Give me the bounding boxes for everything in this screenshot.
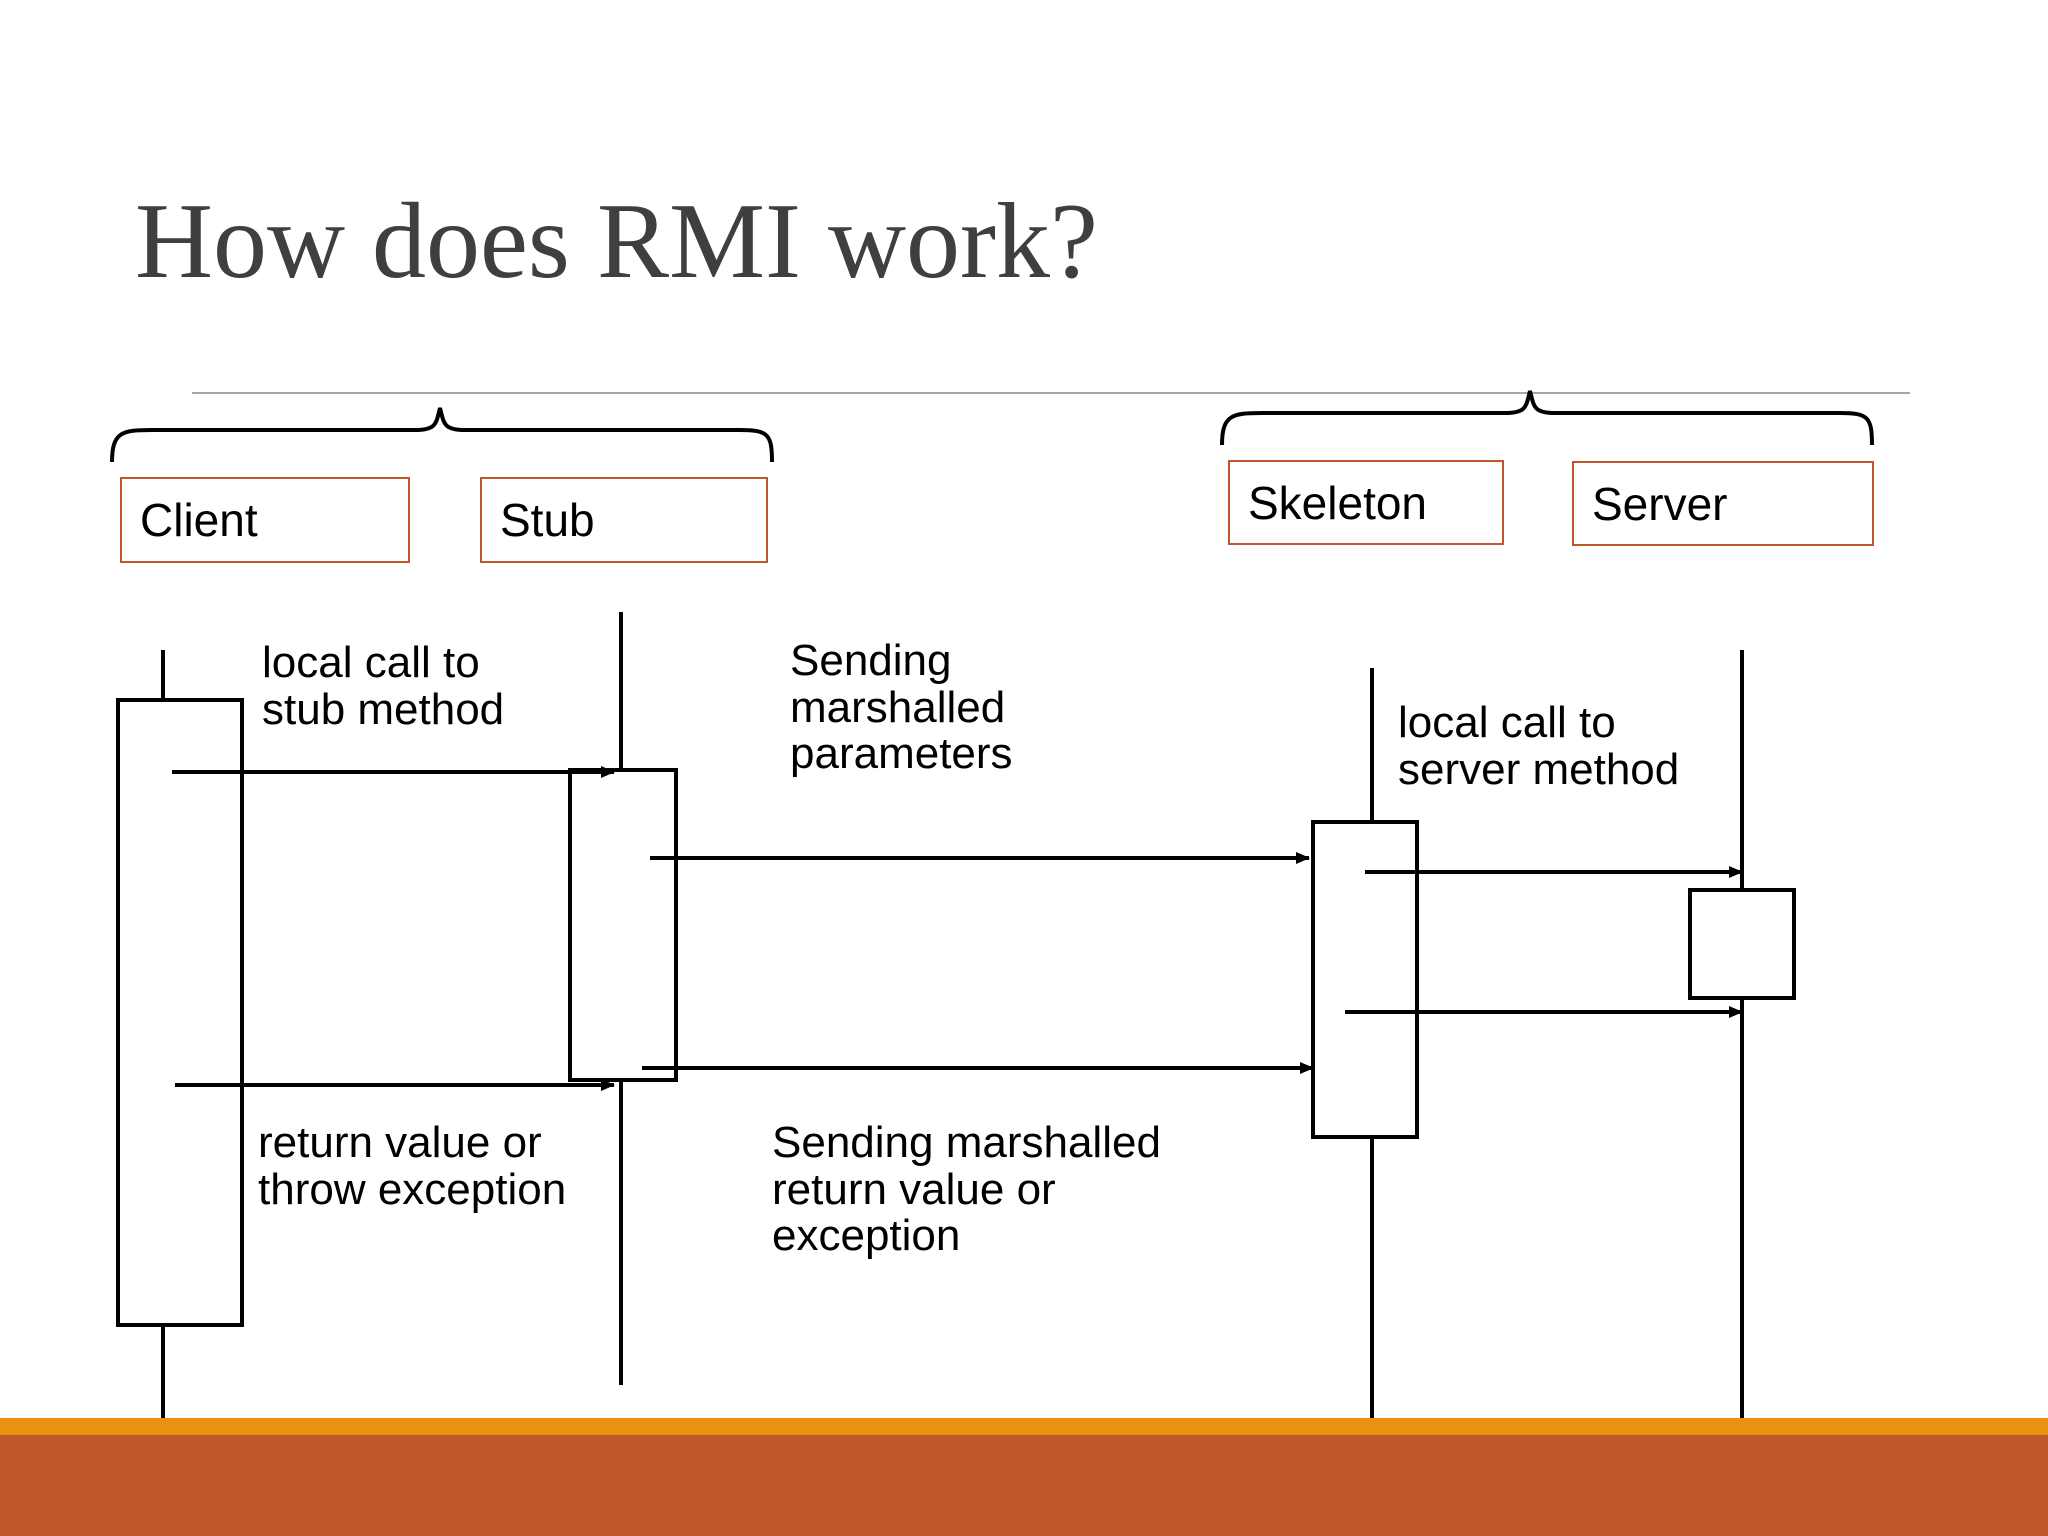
activation-server	[1688, 888, 1796, 1000]
participant-label-stub: Stub	[500, 494, 595, 546]
activation-skeleton	[1311, 820, 1419, 1139]
note-local-call-to-server-method: local call to server method	[1398, 698, 1680, 794]
participant-box-stub[interactable]: Stub	[480, 477, 768, 563]
participant-box-server[interactable]: Server	[1572, 461, 1874, 546]
title-divider	[192, 392, 1910, 394]
activation-client	[116, 698, 244, 1327]
participant-box-skeleton[interactable]: Skeleton	[1228, 460, 1504, 545]
group-brace-server-side	[1220, 390, 1874, 446]
page-title: How does RMI work?	[135, 182, 1098, 301]
footer-band-light	[0, 1418, 2048, 1435]
participant-label-server: Server	[1592, 477, 1728, 530]
note-return-value-or-throw-exception: return value or throw exception	[258, 1118, 567, 1214]
participant-label-skeleton: Skeleton	[1248, 476, 1428, 529]
note-sending-marshalled-parameters: Sending marshalled parameters	[790, 636, 1013, 779]
note-local-call-to-stub-method: local call to stub method	[262, 638, 505, 734]
footer-band-dark	[0, 1435, 2048, 1536]
note-sending-marshalled-return-value: Sending marshalled return value or excep…	[772, 1118, 1161, 1261]
participant-label-client: Client	[140, 494, 258, 546]
group-brace-client-side	[110, 407, 774, 463]
activation-stub	[568, 768, 678, 1082]
participant-box-client[interactable]: Client	[120, 477, 410, 563]
